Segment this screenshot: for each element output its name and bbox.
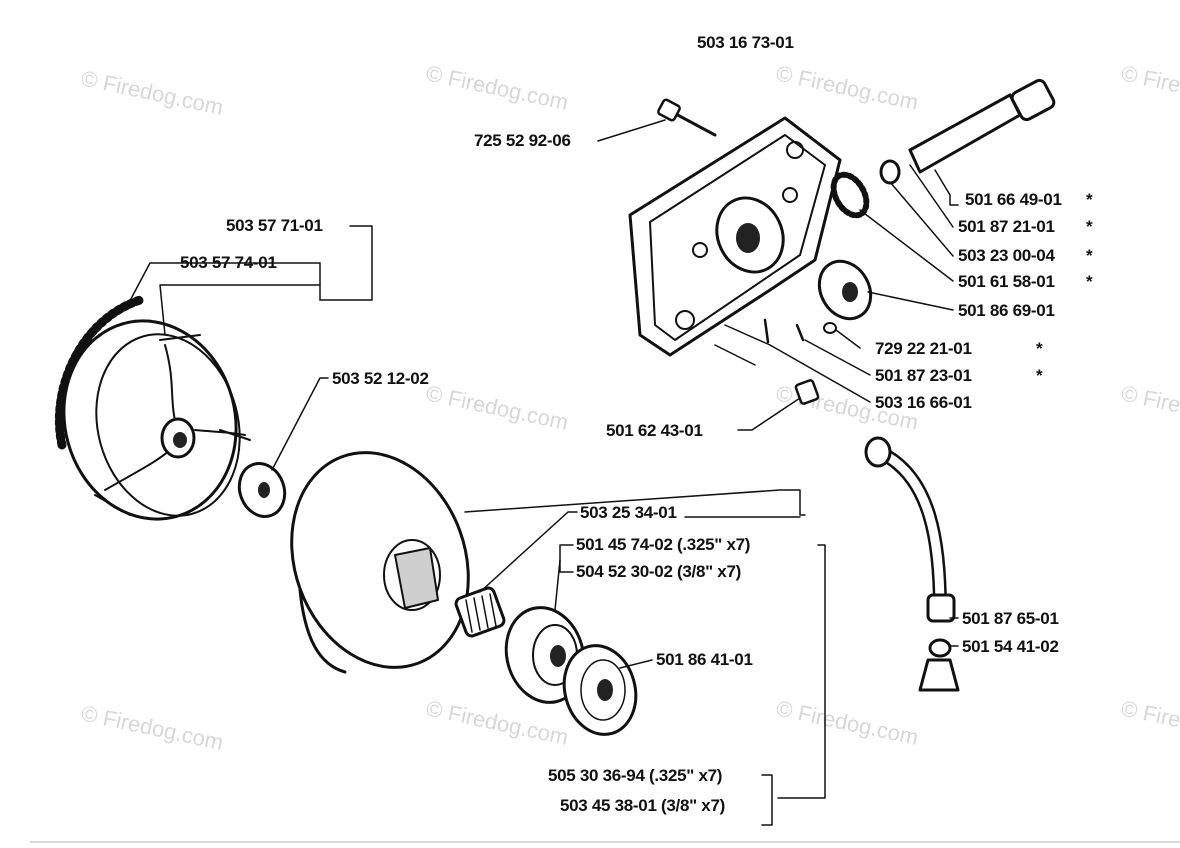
label-pump-part-2: 501 87 21-01 bbox=[958, 217, 1055, 236]
label-rim-washer: 501 86 41-01 bbox=[656, 650, 753, 669]
watermark: © Firedog.com bbox=[1119, 380, 1180, 435]
watermark: © Firedog.com bbox=[774, 60, 921, 115]
clutch-shoe-drawing bbox=[54, 295, 251, 521]
asterisk: * bbox=[1086, 190, 1093, 209]
bolt-drawing bbox=[657, 98, 717, 137]
rim-washer-drawing bbox=[562, 644, 638, 736]
label-pump-screw-1: 729 22 21-01 bbox=[875, 339, 972, 358]
label-rim-325: 501 45 74-02 (.325" x7) bbox=[576, 535, 750, 554]
label-kit-38: 503 45 38-01 (3/8" x7) bbox=[560, 796, 725, 815]
nipple-drawing bbox=[794, 379, 820, 405]
watermark: © Firedog.com bbox=[79, 65, 226, 120]
label-pump-screw-2: 501 87 23-01 bbox=[875, 366, 972, 385]
oil-filter-drawing bbox=[918, 638, 960, 692]
asterisk: * bbox=[1036, 366, 1043, 385]
oil-hose-drawing bbox=[864, 436, 956, 623]
washer-drawing bbox=[237, 462, 287, 518]
watermark: © Firedog.com bbox=[774, 695, 921, 750]
clutch-drum-drawing bbox=[290, 451, 470, 674]
asterisk: * bbox=[1036, 339, 1043, 358]
label-bolt: 725 52 92-06 bbox=[474, 131, 571, 150]
watermark: © Firedog.com bbox=[1119, 60, 1180, 115]
asterisk: * bbox=[1086, 272, 1093, 291]
watermark: © Firedog.com bbox=[79, 700, 226, 755]
watermark: © Firedog.com bbox=[424, 380, 571, 435]
leader-lines bbox=[124, 119, 959, 826]
label-top-assembly: 503 16 73-01 bbox=[697, 33, 794, 52]
needle-bearing-drawing bbox=[454, 586, 506, 638]
watermark: © Firedog.com bbox=[424, 60, 571, 115]
pump-shaft-drawing bbox=[763, 78, 1056, 344]
label-nipple: 501 62 43-01 bbox=[606, 421, 703, 440]
asterisk: * bbox=[1086, 217, 1093, 236]
label-kit-325: 505 30 36-94 (.325" x7) bbox=[548, 766, 722, 785]
oil-pump-drawing bbox=[628, 116, 842, 357]
label-pump-spring: 501 61 58-01 bbox=[958, 272, 1055, 291]
label-oil-hose: 501 87 65-01 bbox=[962, 609, 1059, 628]
label-clutch-assembly: 503 57 71-01 bbox=[226, 216, 323, 235]
part-labels: 503 16 73-01 725 52 92-06 503 57 71-01 5… bbox=[180, 33, 1093, 815]
label-worm-gear: 501 86 69-01 bbox=[958, 301, 1055, 320]
label-drum-assembly: 503 25 34-01 bbox=[580, 503, 677, 522]
label-pump-part-3: 503 23 00-04 bbox=[958, 246, 1055, 265]
label-washer: 503 52 12-02 bbox=[332, 369, 429, 388]
asterisk: * bbox=[1086, 246, 1093, 265]
label-clutch-shoe: 503 57 74-01 bbox=[180, 253, 277, 272]
label-oil-filter: 501 54 41-02 bbox=[962, 637, 1059, 656]
watermark: © Firedog.com bbox=[1119, 695, 1180, 750]
label-pump-part-1: 501 66 49-01 bbox=[965, 190, 1062, 209]
label-rim-38: 504 52 30-02 (3/8" x7) bbox=[576, 562, 741, 581]
label-pump-screw-3: 503 16 66-01 bbox=[875, 393, 972, 412]
